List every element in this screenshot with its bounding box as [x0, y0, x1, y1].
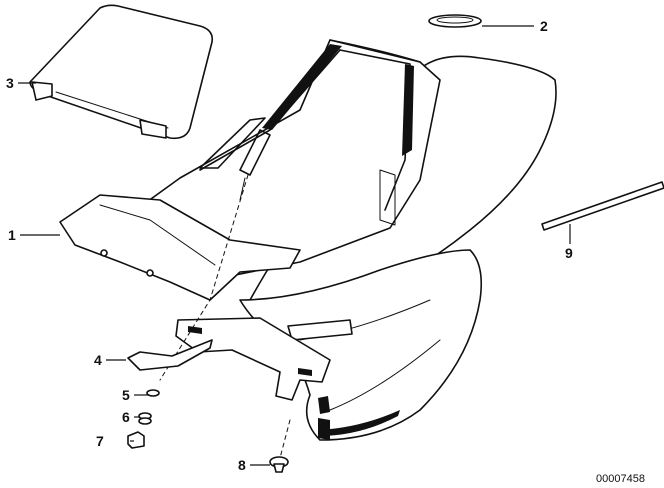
- badge-part: [428, 14, 482, 28]
- callout-2: 2: [540, 18, 548, 34]
- seat-cover-part: [29, 4, 214, 140]
- callout-4: 4: [94, 352, 102, 368]
- callout-1: 1: [8, 227, 16, 243]
- callout-7: 7: [96, 433, 104, 449]
- clip-part: [127, 339, 213, 371]
- callout-6: 6: [122, 409, 130, 425]
- grommet-part: [138, 412, 152, 425]
- washer-part: [146, 389, 160, 397]
- callout-5: 5: [122, 387, 130, 403]
- screw-part: [269, 456, 289, 473]
- diagram-part-number: 00007458: [596, 473, 645, 485]
- callout-8: 8: [238, 457, 246, 473]
- callout-9: 9: [565, 245, 573, 261]
- tail-cowl-part: [59, 39, 557, 459]
- nut-part: [127, 431, 145, 449]
- callout-3: 3: [6, 75, 14, 91]
- trim-strip-part: [541, 181, 664, 231]
